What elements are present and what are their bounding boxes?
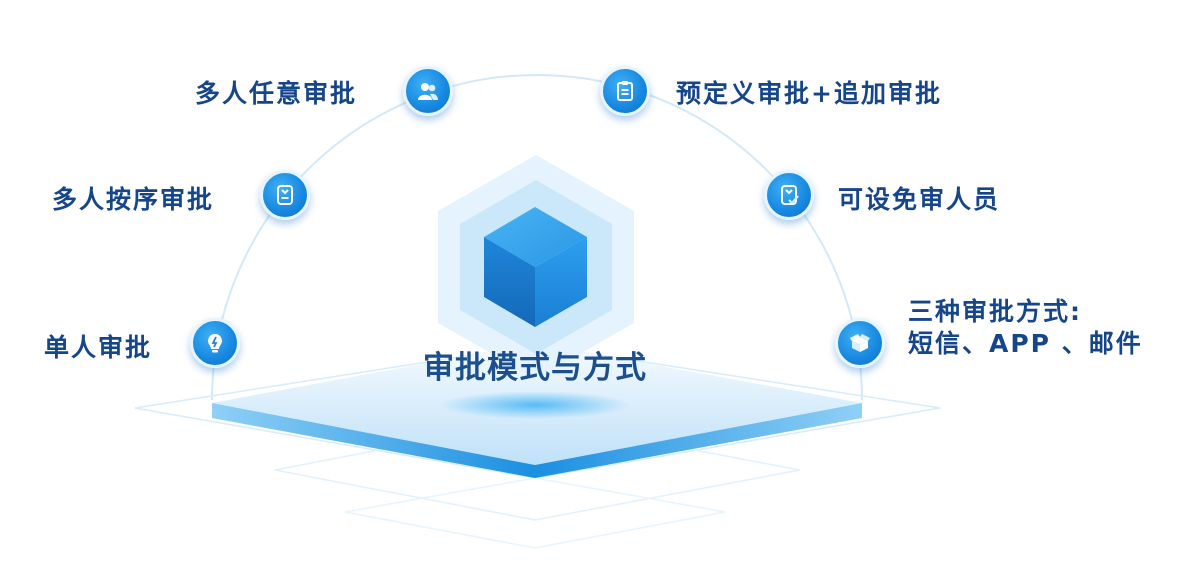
bulb-icon: [190, 318, 240, 368]
box-icon: [835, 318, 885, 368]
label-three-methods-line1: 三种审批方式:: [908, 297, 1082, 326]
label-exempt: 可设免审人员: [838, 185, 1001, 214]
label-multi-any: 多人任意审批: [195, 79, 358, 108]
cube-top: [484, 207, 587, 267]
clipboard-icon: [600, 66, 650, 116]
label-single: 单人审批: [44, 333, 153, 362]
cube-right: [535, 237, 587, 327]
label-multi-sequence: 多人按序审批: [52, 185, 215, 214]
label-three-methods: 三种审批方式: 短信、APP 、邮件: [908, 296, 1143, 360]
users-icon: [403, 66, 453, 116]
label-predefined: 预定义审批+追加审批: [676, 79, 942, 108]
label-three-methods-line2: 短信、APP 、邮件: [908, 329, 1143, 358]
center-title: 审批模式与方式: [423, 350, 647, 386]
check-badge-icon: [764, 170, 814, 220]
badge-icon: [260, 170, 310, 220]
cube-left: [484, 237, 535, 327]
